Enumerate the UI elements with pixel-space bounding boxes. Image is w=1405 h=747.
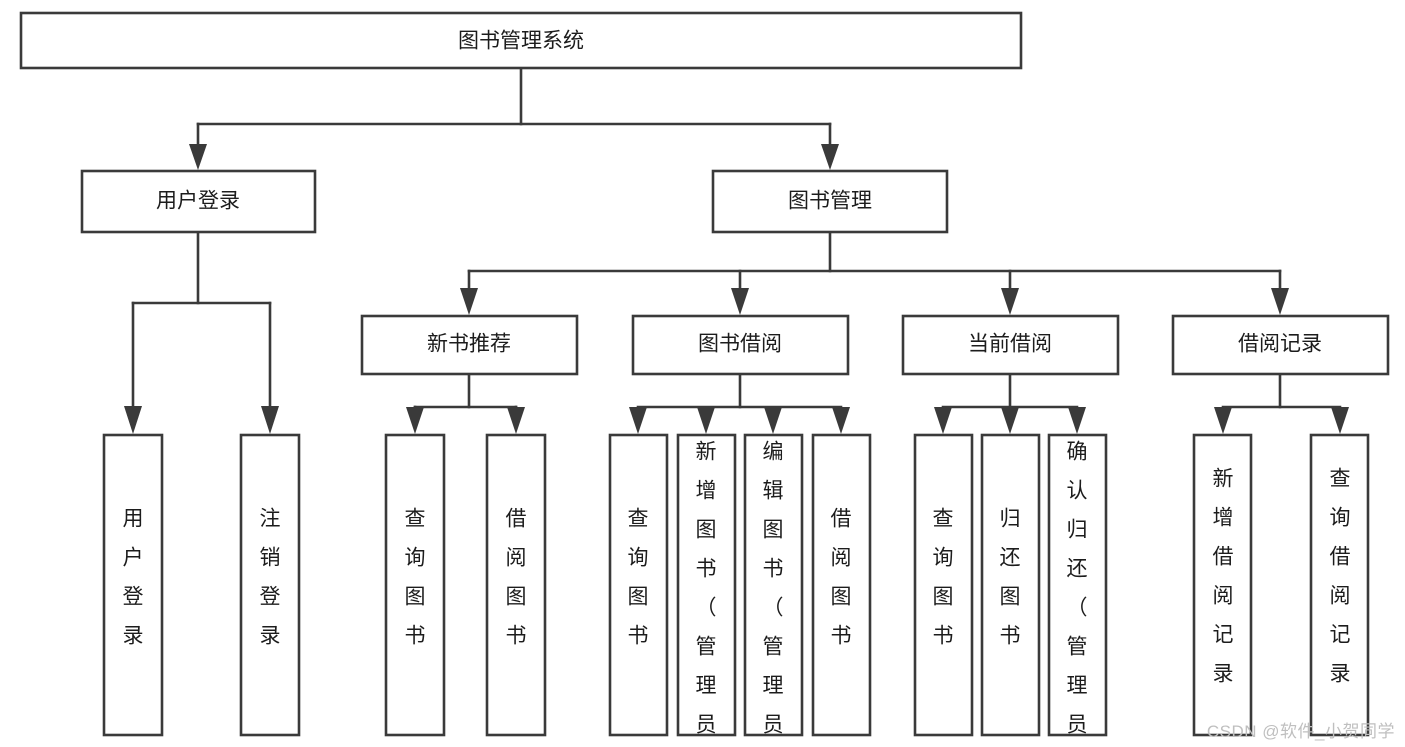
node-borrow-record-label: 借阅记录	[1238, 333, 1322, 356]
arrowhead-leaf-user-logout	[261, 406, 279, 434]
arrowhead-new-book-recommend	[460, 288, 478, 315]
leaf-node[interactable]: 借阅图书	[811, 433, 872, 737]
arrowhead-br-leaf-1	[1214, 407, 1232, 434]
leaf-query-book-1-label: 查询图书	[405, 508, 426, 648]
leaf-query-book-2-box[interactable]	[608, 433, 669, 737]
arrowhead-bb-leaf-4	[832, 407, 850, 434]
node-book-borrow-label: 图书借阅	[698, 333, 782, 356]
leaf-node[interactable]: 查询借阅记录	[1309, 433, 1370, 737]
node-current-borrow-box[interactable]	[901, 314, 1120, 376]
leaf-node[interactable]: 确认归还（管理员）	[1047, 433, 1108, 747]
leaf-add-record-box[interactable]	[1192, 433, 1253, 737]
leaf-node[interactable]: 编辑图书（管理员）	[743, 433, 804, 747]
node-root-label: 图书管理系统	[458, 30, 584, 53]
arrowhead-bb-leaf-3	[764, 407, 782, 434]
leaf-edit-book-box[interactable]	[743, 433, 804, 737]
leaf-edit-book-label: 编辑图书（管理员）	[763, 441, 784, 747]
leaf-query-book-2-label: 查询图书	[628, 508, 649, 648]
node-current-borrow[interactable]: 当前借阅	[901, 314, 1120, 376]
connector-layer	[124, 66, 1349, 434]
node-borrow-record[interactable]: 借阅记录	[1171, 314, 1390, 376]
leaf-node[interactable]: 归还图书	[980, 433, 1041, 737]
leaf-node[interactable]: 查询图书	[608, 433, 669, 737]
leaf-user-logout-label: 注销登录	[260, 508, 281, 648]
node-new-book-recommend[interactable]: 新书推荐	[360, 314, 579, 376]
arrowhead-current-borrow	[1001, 288, 1019, 315]
arrowhead-br-leaf-2	[1331, 407, 1349, 434]
arrowhead-leaf-user-login	[124, 406, 142, 434]
arrowhead-borrow-record	[1271, 288, 1289, 315]
leaf-return-book-box[interactable]	[980, 433, 1041, 737]
leaf-borrow-book-2-box[interactable]	[811, 433, 872, 737]
leaf-return-book-label: 归还图书	[1000, 508, 1021, 648]
node-root[interactable]: 图书管理系统	[19, 11, 1023, 70]
leaf-user-logout-box[interactable]	[239, 433, 301, 737]
leaf-node[interactable]: 用户登录	[102, 433, 164, 737]
arrowhead-cb-leaf-2	[1001, 407, 1019, 434]
node-current-borrow-label: 当前借阅	[968, 333, 1052, 356]
arrowhead-book-borrow	[731, 288, 749, 315]
leaf-add-book-box[interactable]	[676, 433, 737, 737]
leaf-borrow-book-2-label: 借阅图书	[831, 508, 852, 648]
leaf-user-login-box[interactable]	[102, 433, 164, 737]
leaf-confirm-return-label: 确认归还（管理员）	[1067, 441, 1088, 747]
node-book-manage-label: 图书管理	[788, 190, 872, 213]
node-book-borrow[interactable]: 图书借阅	[631, 314, 850, 376]
leaf-query-book-1-box[interactable]	[384, 433, 446, 737]
leaf-query-book-3-box[interactable]	[913, 433, 974, 737]
arrowhead-bb-leaf-2	[697, 407, 715, 434]
node-root-box[interactable]	[19, 11, 1023, 70]
leaf-query-record-box[interactable]	[1309, 433, 1370, 737]
arrowhead-bb-leaf-1	[629, 407, 647, 434]
arrowhead-cb-leaf-1	[934, 407, 952, 434]
node-user-login[interactable]: 用户登录	[80, 169, 317, 234]
node-borrow-record-box[interactable]	[1171, 314, 1390, 376]
leaf-borrow-book-1-label: 借阅图书	[506, 508, 527, 648]
leaf-add-book-label: 新增图书（管理员）	[696, 441, 717, 747]
arrowhead-cb-leaf-3	[1068, 407, 1086, 434]
leaf-borrow-book-1-box[interactable]	[485, 433, 547, 737]
node-book-borrow-box[interactable]	[631, 314, 850, 376]
leaf-query-record-label: 查询借阅记录	[1330, 468, 1351, 686]
leaf-user-login-label: 用户登录	[123, 508, 144, 648]
leaf-node[interactable]: 新增借阅记录	[1192, 433, 1253, 737]
leaf-node[interactable]: 注销登录	[239, 433, 301, 737]
arrowhead-nbr-leaf-2	[507, 407, 525, 434]
leaf-node[interactable]: 新增图书（管理员）	[676, 433, 737, 747]
leaf-node[interactable]: 借阅图书	[485, 433, 547, 737]
leaf-node[interactable]: 查询图书	[384, 433, 446, 737]
arrowhead-user-login	[189, 144, 207, 170]
leaf-query-book-3-label: 查询图书	[933, 508, 954, 648]
arrowhead-nbr-leaf-1	[406, 407, 424, 434]
node-new-book-recommend-label: 新书推荐	[427, 333, 511, 356]
node-book-manage-box[interactable]	[711, 169, 949, 234]
node-book-manage[interactable]: 图书管理	[711, 169, 949, 234]
leaf-add-record-label: 新增借阅记录	[1213, 468, 1234, 686]
arrowhead-book-manage	[821, 144, 839, 170]
leaf-node[interactable]: 查询图书	[913, 433, 974, 737]
node-user-login-label: 用户登录	[156, 190, 240, 213]
node-new-book-recommend-box[interactable]	[360, 314, 579, 376]
leaf-confirm-return-box[interactable]	[1047, 433, 1108, 737]
node-user-login-box[interactable]	[80, 169, 317, 234]
